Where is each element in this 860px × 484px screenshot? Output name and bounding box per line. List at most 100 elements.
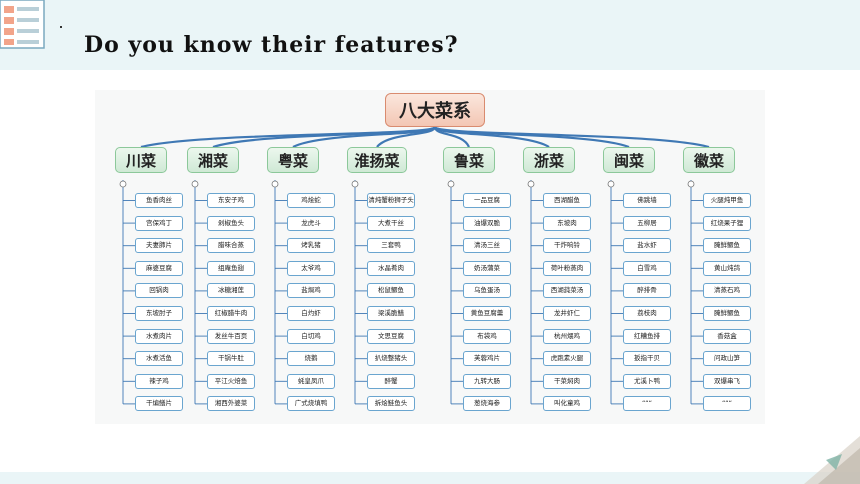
category-node: 浙菜 — [523, 147, 575, 173]
dish-node: 白切鸡 — [287, 328, 335, 344]
dish-node: 梁溪脆鳝 — [367, 306, 415, 321]
dish-node: 扳指干贝 — [623, 351, 671, 367]
dish-node: 水煮活鱼 — [135, 351, 183, 367]
dish-node: “““ — [623, 396, 671, 412]
dish-node: 太爷鸡 — [287, 260, 335, 276]
collapse-toggle-icon — [687, 180, 695, 188]
dish-node: 白灼虾 — [287, 306, 335, 321]
dish-node: 三套鸭 — [367, 238, 415, 254]
dish-node: 腌鲜鳜鱼 — [703, 238, 751, 254]
category-node: 鲁菜 — [443, 147, 495, 173]
dish-node: 红椒腊牛肉 — [207, 306, 255, 321]
dish-node: 鸡烩蛇 — [287, 193, 335, 208]
dish-node: 清炖蟹粉狮子头 — [367, 193, 415, 208]
dish-node: 乌鱼蛋汤 — [463, 283, 511, 299]
dish-node: 醉蟹 — [367, 373, 415, 389]
collapse-toggle-icon — [191, 180, 199, 188]
dish-node: 干煸鳝片 — [135, 396, 183, 412]
dish-node: 西湖莼菜汤 — [543, 283, 591, 299]
dish-node: 红烧果子狸 — [703, 215, 751, 231]
root-node: 八大菜系 — [385, 93, 485, 127]
dish-node: 油爆双脆 — [463, 215, 511, 231]
dish-node: 西湖醋鱼 — [543, 193, 591, 208]
dish-node: 双爆串飞 — [703, 373, 751, 389]
dish-node: 腊味合蒸 — [207, 238, 255, 254]
category-node: 川菜 — [115, 147, 167, 173]
dish-node: 回锅肉 — [135, 283, 183, 299]
dish-node: 水晶肴肉 — [367, 260, 415, 276]
dish-node: 水煮肉片 — [135, 328, 183, 344]
dish-node: 蚝皇凤爪 — [287, 373, 335, 389]
dish-node: 东坡肉 — [543, 215, 591, 231]
dish-node: 荔枝肉 — [623, 306, 671, 321]
connector-lines — [119, 125, 710, 405]
dish-node: 芙蓉鸡片 — [463, 351, 511, 367]
category-node: 粤菜 — [267, 147, 319, 173]
cuisine-mind-map: 八大菜系 川菜鱼香肉丝宫保鸡丁夫妻肺片麻婆豆腐回锅肉东坡肘子水煮肉片水煮活鱼辣子… — [95, 90, 765, 424]
dish-node: 布袋鸡 — [463, 328, 511, 344]
category-node: 徽菜 — [683, 147, 735, 173]
collapse-toggle-icon — [119, 180, 127, 188]
dish-node: 虎跑素火腿 — [543, 351, 591, 367]
dish-node: 大煮干丝 — [367, 215, 415, 231]
dish-node: 叫化童鸡 — [543, 396, 591, 412]
dish-node: 湘西外婆菜 — [207, 396, 255, 412]
dish-node: 杭州煨鸡 — [543, 328, 591, 344]
dish-node: 白雪鸡 — [623, 260, 671, 276]
dish-node: 一品豆腐 — [463, 193, 511, 208]
dish-node: 黄山炖鸽 — [703, 260, 751, 276]
small-dot — [60, 26, 62, 28]
dish-node: 红糟鱼排 — [623, 328, 671, 344]
dish-node: 清汤三丝 — [463, 238, 511, 254]
dish-node: 平江火焙鱼 — [207, 373, 255, 389]
dish-node: 盐焗鸡 — [287, 283, 335, 299]
dish-node: 东安子鸡 — [207, 193, 255, 208]
dish-node: 烧鹅 — [287, 351, 335, 367]
dish-node: 葱烧海参 — [463, 396, 511, 412]
dish-node: “““ — [703, 396, 751, 412]
dish-node: 广式烧填鸭 — [287, 396, 335, 412]
dish-node: 夫妻肺片 — [135, 238, 183, 254]
dish-node: 宫保鸡丁 — [135, 215, 183, 231]
category-node: 闽菜 — [603, 147, 655, 173]
dish-node: 辣子鸡 — [135, 373, 183, 389]
dish-node: 拆烩鲢鱼头 — [367, 396, 415, 412]
dish-node: 盐水虾 — [623, 238, 671, 254]
dish-node: 麻婆豆腐 — [135, 260, 183, 276]
dish-node: 火腿炖甲鱼 — [703, 193, 751, 208]
ruler-triangle-icon — [804, 436, 860, 484]
dish-node: 冰糖湘莲 — [207, 283, 255, 299]
dish-node: 清蒸石鸡 — [703, 283, 751, 299]
header-band — [0, 0, 860, 70]
collapse-toggle-icon — [527, 180, 535, 188]
page-title: Do you know their features? — [84, 32, 459, 58]
dish-node: 烤乳猪 — [287, 238, 335, 254]
category-node: 湘菜 — [187, 147, 239, 173]
dish-node: 黄鱼豆腐羹 — [463, 306, 511, 321]
dish-node: 发丝牛百页 — [207, 328, 255, 344]
dish-node: 干炸响铃 — [543, 238, 591, 254]
dish-node: 醉排骨 — [623, 283, 671, 299]
dish-node: 问政山笋 — [703, 351, 751, 367]
dish-node: 九转大肠 — [463, 373, 511, 389]
dish-node: 文思豆腐 — [367, 328, 415, 344]
collapse-toggle-icon — [447, 180, 455, 188]
collapse-toggle-icon — [271, 180, 279, 188]
dish-node: 组庵鱼翅 — [207, 260, 255, 276]
root-connector — [376, 126, 437, 148]
dish-node: 龙虎斗 — [287, 215, 335, 231]
dish-node: 腌鲜鳜鱼 — [703, 306, 751, 321]
dish-node: 扒烧整猪头 — [367, 351, 415, 367]
dish-node: 干菜焖肉 — [543, 373, 591, 389]
dish-node: 佛跳墙 — [623, 193, 671, 208]
document-list-icon — [0, 0, 45, 49]
dish-node: 五柳居 — [623, 215, 671, 231]
collapse-toggle-icon — [607, 180, 615, 188]
dish-node: 荷叶粉蒸肉 — [543, 260, 591, 276]
dish-node: 松鼠鳜鱼 — [367, 283, 415, 299]
category-node: 淮扬菜 — [347, 147, 407, 173]
dish-node: 东坡肘子 — [135, 306, 183, 321]
root-connector — [433, 125, 710, 149]
dish-node: 鱼香肉丝 — [135, 193, 183, 208]
